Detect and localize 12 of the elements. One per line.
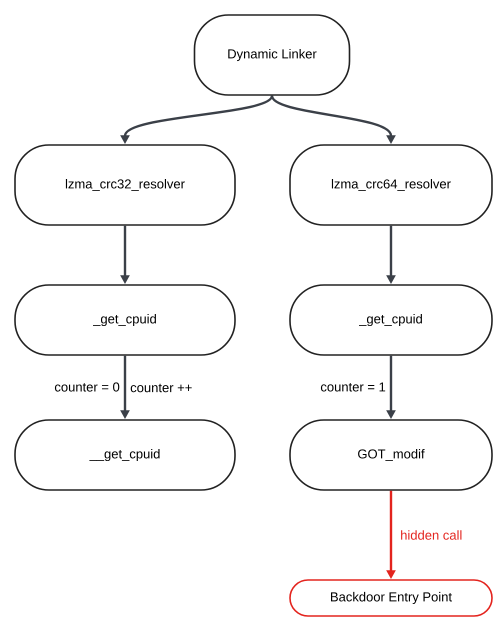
process-box: Dynamic Linker [194, 14, 350, 96]
process-box: Backdoor Entry Point [289, 579, 493, 617]
process-box: _get_cpuid [14, 284, 236, 356]
process-box: lzma_crc64_resolver [289, 144, 493, 226]
process-box: __get_cpuid [14, 419, 236, 491]
edge-label: hidden call [399, 529, 464, 541]
process-box: GOT_modif [289, 419, 493, 491]
counter-label: counter ++ [129, 382, 194, 394]
process-box: lzma_crc32_resolver [14, 144, 236, 226]
edge-label: counter = 0 [53, 381, 121, 393]
edge-label: counter = 1 [319, 381, 387, 393]
process-box: _get_cpuid [289, 284, 493, 356]
